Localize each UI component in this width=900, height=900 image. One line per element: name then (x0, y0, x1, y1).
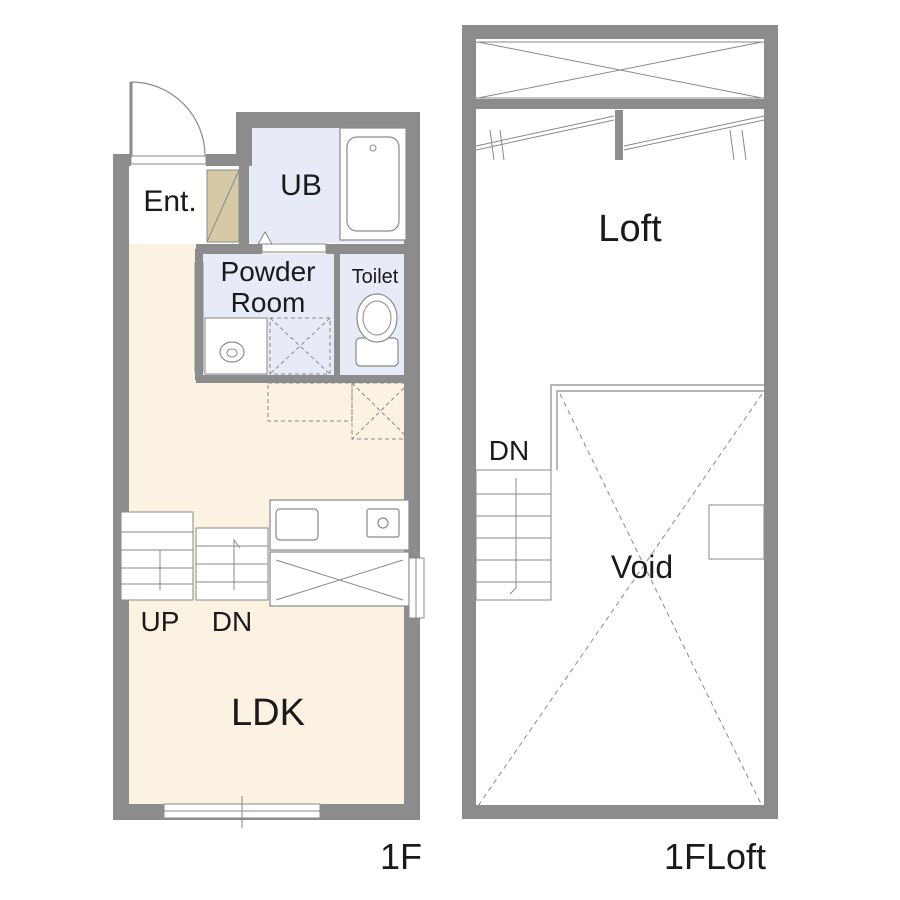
shoe-cabinet-diagonal (206, 169, 240, 243)
first-floor-plan (113, 81, 425, 828)
bathroom-door (261, 243, 327, 253)
entrance-label: Ent. (143, 185, 197, 218)
loft-floor-plan (462, 25, 778, 819)
void-outline (550, 384, 764, 470)
storage-space-2 (351, 382, 410, 440)
entrance-floor (121, 163, 206, 240)
loft-label: Loft (598, 208, 662, 250)
entrance-door-swing (130, 81, 206, 157)
kitchen-cabinet-diagonal-2 (275, 559, 404, 601)
storage-space-1 (267, 382, 353, 422)
washbasin-counter (204, 317, 268, 375)
powder-room-label-line2: Room (230, 287, 306, 318)
kitchen-cabinet (269, 551, 410, 607)
loft-floor-caption: 1FLoft (663, 836, 767, 877)
washbasin-drain (226, 348, 238, 358)
bathtub-basin (346, 136, 400, 232)
first-floor-caption: 1F (379, 836, 423, 877)
storage-space-2-diagonal-2 (351, 382, 410, 440)
toilet-label: Toilet (351, 266, 399, 288)
washbasin-bowl (219, 341, 245, 363)
bathtub-drain (369, 144, 377, 152)
stairs-down-label: DN (211, 606, 253, 637)
loft-exterior-wall (462, 25, 778, 819)
loft-down-stairs (475, 469, 552, 601)
stairs-up-label: UP (140, 606, 180, 637)
bathroom-door-marker (257, 231, 273, 245)
void-diagonal-1 (559, 393, 763, 807)
stove-burner (377, 517, 389, 529)
bathroom-label: UB (280, 169, 322, 202)
up-stairs (120, 511, 194, 601)
powder-room-label-line1: Powder (220, 256, 316, 287)
toilet-seat (362, 300, 392, 336)
ldk-label: LDK (231, 692, 305, 734)
void-box (708, 504, 765, 560)
void-label: Void (610, 549, 674, 585)
void-diagonal-2 (477, 393, 763, 807)
kitchen-sink (275, 508, 319, 541)
loft-stairs-down-label: DN (488, 435, 530, 466)
loft-storage-diagonal-2 (477, 41, 763, 99)
storage-space-2-diagonal-1 (351, 382, 410, 440)
first-floor-exterior-wall (113, 112, 420, 820)
loft-sliding-doors (475, 115, 765, 161)
kitchen-stove (366, 508, 400, 538)
down-stairs (195, 527, 269, 601)
entrance-door-leaf (130, 155, 207, 165)
washing-machine-space (269, 317, 331, 375)
void-outline-inner (556, 390, 764, 470)
